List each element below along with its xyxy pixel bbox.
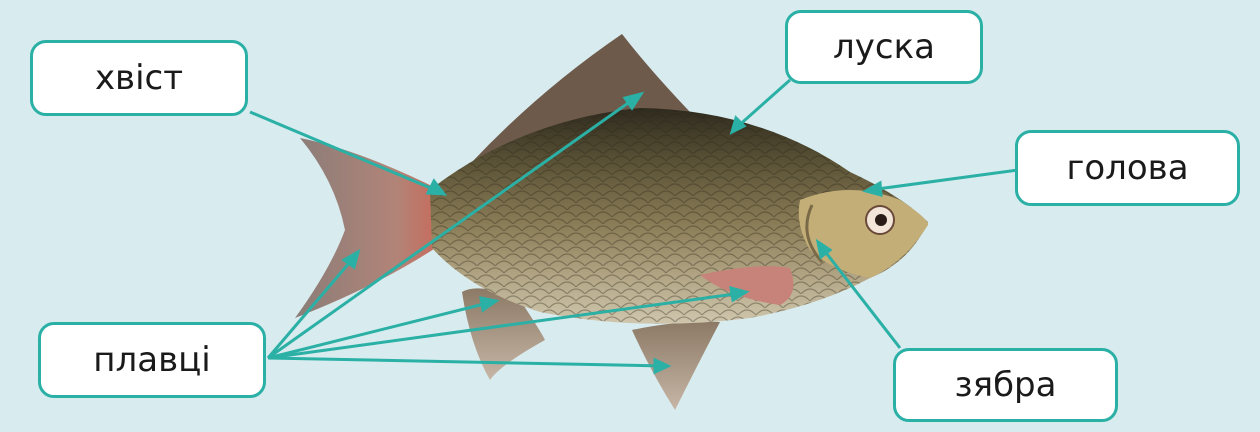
label-gills: зябра xyxy=(893,348,1118,422)
label-tail: хвіст xyxy=(30,40,248,116)
tail-fin xyxy=(295,138,440,318)
label-fins: плавці xyxy=(38,322,266,398)
label-head: голова xyxy=(1015,130,1240,206)
label-scales: луска xyxy=(785,10,983,84)
